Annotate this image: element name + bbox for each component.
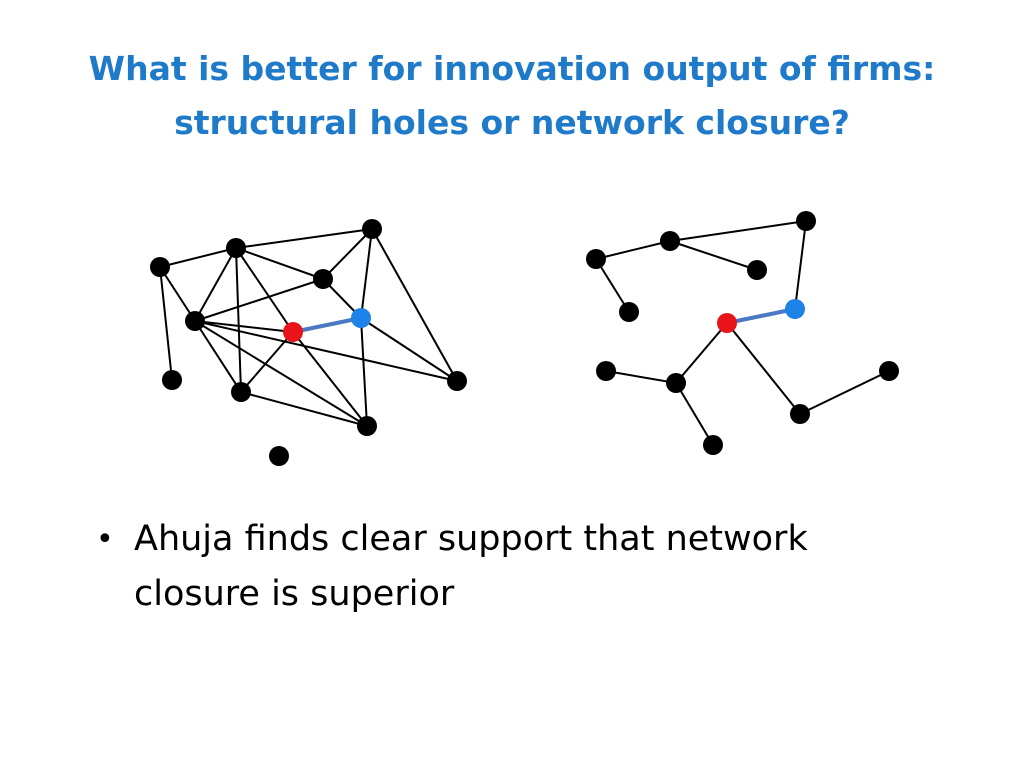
network-edge xyxy=(360,317,368,427)
network-edge xyxy=(799,370,890,415)
focal-tie-edge xyxy=(726,307,796,325)
slide-title: What is better for innovation output of … xyxy=(40,42,984,150)
network-edge xyxy=(235,247,324,280)
network-edge xyxy=(726,322,801,415)
network-node xyxy=(666,373,686,393)
network-node xyxy=(790,404,810,424)
network-node xyxy=(619,302,639,322)
network-edge xyxy=(360,317,458,382)
network-node xyxy=(185,311,205,331)
network-edge xyxy=(595,240,671,260)
network-node xyxy=(357,416,377,436)
network-node xyxy=(586,249,606,269)
focal-node xyxy=(717,313,737,333)
network-edge xyxy=(360,228,373,319)
network-edge xyxy=(235,228,373,249)
network-node xyxy=(703,435,723,455)
title-line-2: structural holes or network closure? xyxy=(174,103,850,142)
structural-holes-network-diagram xyxy=(582,200,902,462)
network-edge xyxy=(794,220,807,310)
network-edge xyxy=(371,228,458,382)
network-node xyxy=(596,361,616,381)
network-edge xyxy=(235,247,242,393)
title-line-1: What is better for innovation output of … xyxy=(88,49,936,88)
network-edge xyxy=(292,331,368,427)
network-node xyxy=(231,382,251,402)
network-edge xyxy=(240,331,294,393)
network-node xyxy=(313,269,333,289)
network-node xyxy=(660,231,680,251)
network-node xyxy=(796,211,816,231)
network-node xyxy=(879,361,899,381)
bullet-item: • Ahuja finds clear support that network… xyxy=(92,512,952,622)
network-edge xyxy=(675,322,728,384)
holes-network-svg xyxy=(586,211,899,455)
closure-network-diagram xyxy=(150,200,470,475)
network-edge xyxy=(235,247,294,333)
network-node xyxy=(226,238,246,258)
alter-node xyxy=(351,308,371,328)
network-edge xyxy=(194,320,368,427)
network-node xyxy=(269,446,289,466)
network-node xyxy=(447,371,467,391)
network-edge xyxy=(194,320,458,382)
closure-network-svg xyxy=(150,219,467,466)
network-node xyxy=(747,260,767,280)
alter-node xyxy=(785,299,805,319)
bullet-text-line-1: Ahuja finds clear support that network xyxy=(134,519,808,559)
network-edge xyxy=(159,266,173,381)
network-edge xyxy=(669,220,807,242)
bullet-marker: • xyxy=(96,522,114,557)
bullet-list: • Ahuja finds clear support that network… xyxy=(92,512,952,622)
focal-tie-edge xyxy=(292,316,362,334)
network-edge xyxy=(669,240,758,271)
network-edge xyxy=(194,247,237,322)
focal-node xyxy=(283,322,303,342)
network-edge xyxy=(322,228,373,280)
network-edge xyxy=(159,247,237,268)
network-edge xyxy=(194,278,324,322)
network-edge xyxy=(605,370,677,384)
network-edge xyxy=(240,391,368,427)
network-edge xyxy=(194,320,242,393)
network-node xyxy=(150,257,170,277)
network-edge xyxy=(194,320,294,333)
bullet-text-line-2: closure is superior xyxy=(134,574,455,614)
network-node xyxy=(162,370,182,390)
network-edge xyxy=(159,266,196,322)
network-node xyxy=(362,219,382,239)
network-edge xyxy=(675,382,714,446)
network-edge xyxy=(595,258,630,313)
